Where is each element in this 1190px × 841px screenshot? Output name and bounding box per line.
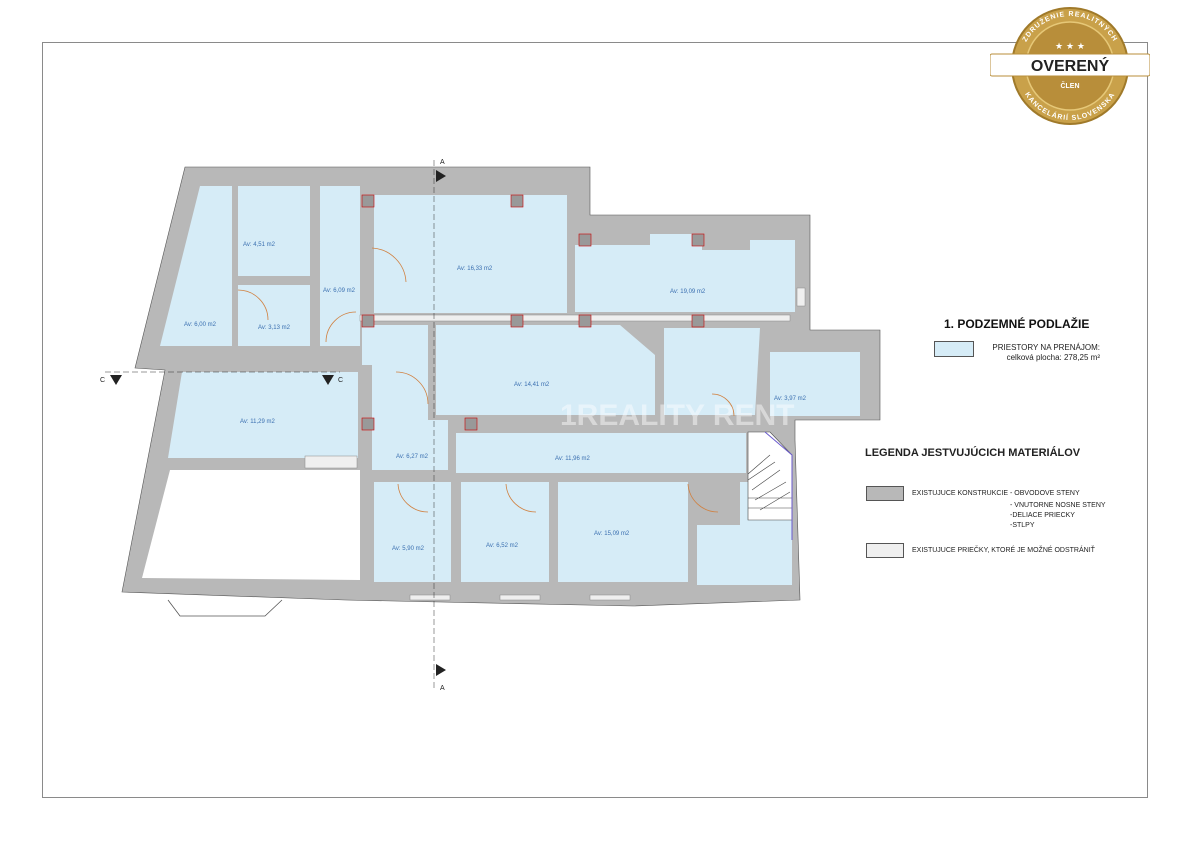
badge-main-text: OVERENÝ <box>1031 56 1110 75</box>
room-label: Av: 11,29 m2 <box>240 419 275 425</box>
room-6-00 <box>160 186 232 346</box>
room-11-29 <box>168 372 358 458</box>
columns <box>361 194 705 431</box>
bay-window <box>167 599 283 617</box>
legend-title: LEGENDA JESTVUJÚCICH MATERIÁLOV <box>865 447 1081 459</box>
empty-room <box>142 470 360 580</box>
room-16-33 <box>374 195 567 313</box>
rent-area-label: PRIESTORY NA PRENÁJOM: celková plocha: 2… <box>990 343 1100 363</box>
section-arrows <box>110 170 446 676</box>
room-label: Av: 16,33 m2 <box>457 266 493 272</box>
removable-partitions <box>304 287 806 601</box>
room-label: Av: 6,00 m2 <box>184 322 217 328</box>
room-label: Av: 15,09 m2 <box>594 531 630 537</box>
badge-sub-text: ČLEN <box>1060 81 1079 90</box>
floor-title: 1. PODZEMNÉ PODLAŽIE <box>944 317 1090 331</box>
section-mark-a-bottom: A <box>440 685 445 692</box>
legend-existing-line3: -DELIACE PRIECKY <box>1010 512 1075 519</box>
rooms <box>142 186 860 585</box>
room-19-09 <box>575 234 795 312</box>
section-mark-c-right: C <box>338 377 343 384</box>
badge-stars-icon: ★ ★ ★ <box>1055 42 1085 52</box>
section-mark-a-top: A <box>440 159 445 166</box>
rent-area-line1: PRIESTORY NA PRENÁJOM: <box>992 343 1100 352</box>
room-5-90 <box>374 482 451 582</box>
room-labels: Av: 4,51 m2 Av: 6,00 m2 Av: 3,13 m2 Av: … <box>184 242 807 552</box>
room-6-09 <box>320 186 360 346</box>
legend-existing-line1: EXISTUJUCE KONSTRUKCIE - OBVODOVE STENY <box>912 490 1080 497</box>
room-label: Av: 3,97 m2 <box>774 396 807 402</box>
room-label: Av: 6,52 m2 <box>486 543 519 549</box>
watermark: 1REALITY RENT <box>560 399 794 432</box>
room-6-52 <box>461 482 549 582</box>
room-right-corridor <box>664 328 760 415</box>
room-label: Av: 6,09 m2 <box>323 288 356 294</box>
room-label: Av: 14,41 m2 <box>514 382 550 388</box>
rent-area-line2: celková plocha: 278,25 m² <box>1006 353 1100 362</box>
doors <box>237 247 735 513</box>
legend-existing-sub: - VNUTORNE NOSNE STENY -DELIACE PRIECKY … <box>1010 501 1106 531</box>
legend-existing-line4: -STLPY <box>1010 522 1035 529</box>
room-11-96 <box>456 433 746 473</box>
room-label: Av: 6,27 m2 <box>396 454 429 460</box>
room-label: Av: 5,90 m2 <box>392 546 425 552</box>
room-3-13 <box>238 285 310 346</box>
badge-ribbon <box>990 53 1150 77</box>
legend-swatch-existing <box>866 486 904 501</box>
room-label: Av: 3,13 m2 <box>258 325 291 331</box>
room-4-51 <box>238 186 310 276</box>
room-label: Av: 19,09 m2 <box>670 289 706 295</box>
staircase <box>747 431 793 540</box>
room-15-09 <box>558 482 688 582</box>
room-label: Av: 11,96 m2 <box>555 456 590 462</box>
verified-member-badge: ZDRUŽENIE REALITNÝCH KANCELÁRIÍ SLOVENSK… <box>990 7 1150 125</box>
legend-swatch-removable <box>866 543 904 558</box>
room-14-41 <box>436 325 655 415</box>
drawing-frame <box>42 42 1148 798</box>
room-label: Av: 4,51 m2 <box>243 242 276 248</box>
section-mark-c-left: C <box>100 377 105 384</box>
rent-area-swatch <box>934 341 974 357</box>
room-3-97 <box>770 352 860 416</box>
legend-removable-label: EXISTUJUCE PRIEČKY, KTORÉ JE MOŽNÉ ODSTR… <box>912 547 1095 554</box>
legend-existing-line2: - VNUTORNE NOSNE STENY <box>1010 502 1106 509</box>
room-6-27 <box>362 325 448 470</box>
section-lines <box>105 160 435 690</box>
